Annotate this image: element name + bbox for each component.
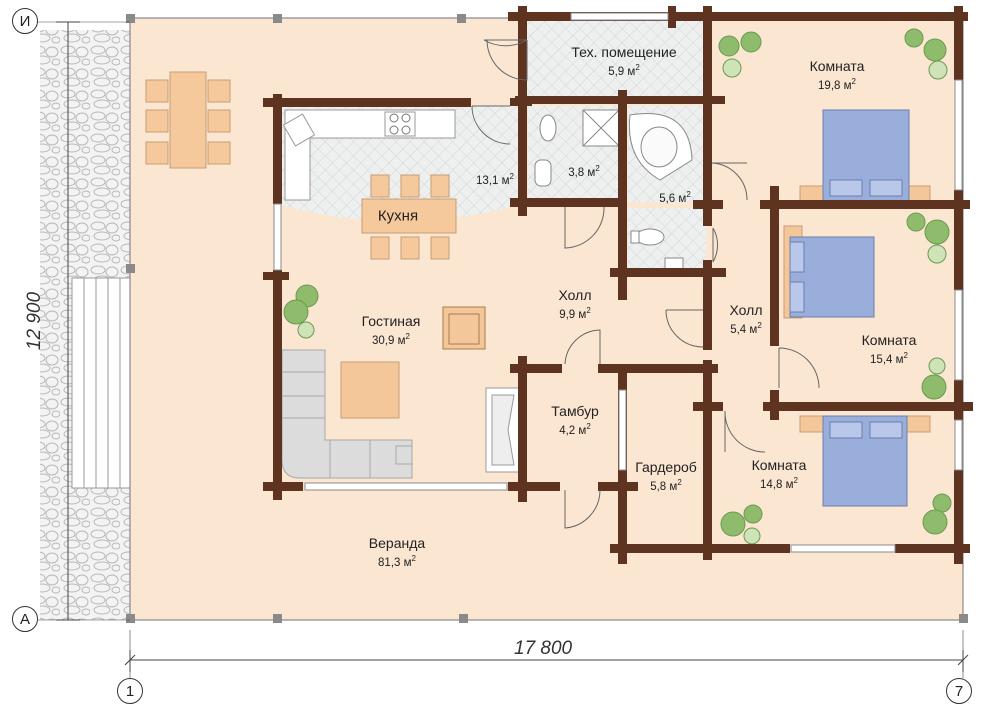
width-dimension: 17 800 xyxy=(514,638,573,659)
plants xyxy=(283,28,952,545)
room-label-room-middle: Комната 15,4 м2 xyxy=(862,332,917,367)
veranda-posts xyxy=(126,14,968,623)
windows xyxy=(273,12,963,553)
door-swings xyxy=(471,39,820,529)
room-label-wardrobe: Гардероб 5,8 м2 xyxy=(635,459,697,494)
area-unit: м xyxy=(843,79,852,92)
room-area: 14,8 xyxy=(760,478,783,491)
room-area: 4,2 xyxy=(559,424,576,437)
area-exponent: 2 xyxy=(586,306,591,315)
room-name: Тамбур xyxy=(551,403,599,419)
room-name: Комната xyxy=(751,457,807,473)
area-exponent: 2 xyxy=(586,422,591,431)
room-area: 5,9 xyxy=(608,65,625,78)
outdoor-dining-set xyxy=(145,71,231,169)
room-label-room-top: Комната 19,8 м2 xyxy=(810,58,865,93)
area-unit: м xyxy=(895,353,904,366)
room-name: Комната xyxy=(809,58,865,74)
area-exponent: 2 xyxy=(595,164,600,173)
area-exponent: 2 xyxy=(851,77,856,86)
room-label-veranda: Веранда 81,3 м2 xyxy=(369,535,425,570)
area-unit: м xyxy=(627,65,636,78)
room-label-wc: 5,6 м2 xyxy=(659,188,691,206)
area-exponent: 2 xyxy=(405,332,410,341)
room-label-hall-1: Холл 9,9 м2 xyxy=(559,287,592,322)
room-area: 5,8 xyxy=(650,480,667,493)
area-exponent: 2 xyxy=(757,321,762,330)
area-exponent: 2 xyxy=(677,478,682,487)
area-unit: м xyxy=(578,424,587,437)
room-area: 9,9 xyxy=(559,308,576,321)
room-name: Гардероб xyxy=(635,459,697,475)
armchair xyxy=(442,306,486,350)
area-unit: м xyxy=(397,334,406,347)
height-dimension: 12 900 xyxy=(24,291,46,351)
area-exponent: 2 xyxy=(903,351,908,360)
room-area: 81,3 xyxy=(378,556,401,569)
room-area: 19,8 xyxy=(818,79,841,92)
room-area: 5,4 xyxy=(730,323,747,336)
bath-fixtures xyxy=(534,109,693,271)
corner-sofa xyxy=(281,349,413,479)
area-exponent: 2 xyxy=(686,190,691,199)
room-label-kitchen: 13,1 м2 xyxy=(476,170,514,188)
area-exponent: 2 xyxy=(793,476,798,485)
area-exponent: 2 xyxy=(411,554,416,563)
room-name: Веранда xyxy=(368,535,426,551)
room-label-tambur: Тамбур 4,2 м2 xyxy=(551,403,599,438)
dimension-lines xyxy=(38,21,969,678)
area-exponent: 2 xyxy=(635,63,640,72)
kitchen-table-label: Кухня xyxy=(377,207,419,225)
room-label-bath: 3,8 м2 xyxy=(568,162,600,180)
room-name: Холл xyxy=(558,287,592,303)
coffee-table xyxy=(340,361,400,419)
area-unit: м xyxy=(403,556,412,569)
fireplace xyxy=(485,387,521,473)
area-unit: м xyxy=(678,192,687,205)
room-area: 3,8 xyxy=(568,166,585,179)
room-area: 30,9 xyxy=(372,334,395,347)
axis-bubble-bottom-1: 1 xyxy=(117,678,143,704)
room-name: Гостиная xyxy=(361,313,421,329)
area-unit: м xyxy=(749,323,758,336)
tech-room-floor xyxy=(527,18,708,100)
kitchen-counter xyxy=(282,109,456,201)
room-label-living: Гостиная 30,9 м2 xyxy=(362,313,421,348)
kitchen-table xyxy=(361,174,457,260)
bed-top xyxy=(799,109,931,203)
room-name: Холл xyxy=(729,302,763,318)
axis-bubble-top-left: И xyxy=(12,8,38,34)
axis-bubble-bottom-left: А xyxy=(12,606,38,632)
area-unit: м xyxy=(669,480,678,493)
room-label-hall-2: Холл 5,4 м2 xyxy=(730,302,763,337)
area-unit: м xyxy=(785,478,794,491)
room-area: 13,1 xyxy=(476,174,499,187)
room-name: Комната xyxy=(861,332,917,348)
entrance-steps xyxy=(71,277,133,489)
area-exponent: 2 xyxy=(509,172,514,181)
room-label-tech: Тех. помещение 5,9 м2 xyxy=(571,44,676,79)
bed-bottom xyxy=(799,415,931,507)
room-label-room-bottom: Комната 14,8 м2 xyxy=(752,457,807,492)
room-area: 5,6 xyxy=(659,192,676,205)
area-unit: м xyxy=(578,308,587,321)
room-name: Тех. помещение xyxy=(571,44,677,60)
log-walls xyxy=(263,6,973,564)
area-unit: м xyxy=(587,166,596,179)
room-area: 15,4 xyxy=(870,353,893,366)
bed-middle xyxy=(783,225,875,319)
axis-bubble-bottom-7: 7 xyxy=(946,678,972,704)
area-unit: м xyxy=(501,174,510,187)
